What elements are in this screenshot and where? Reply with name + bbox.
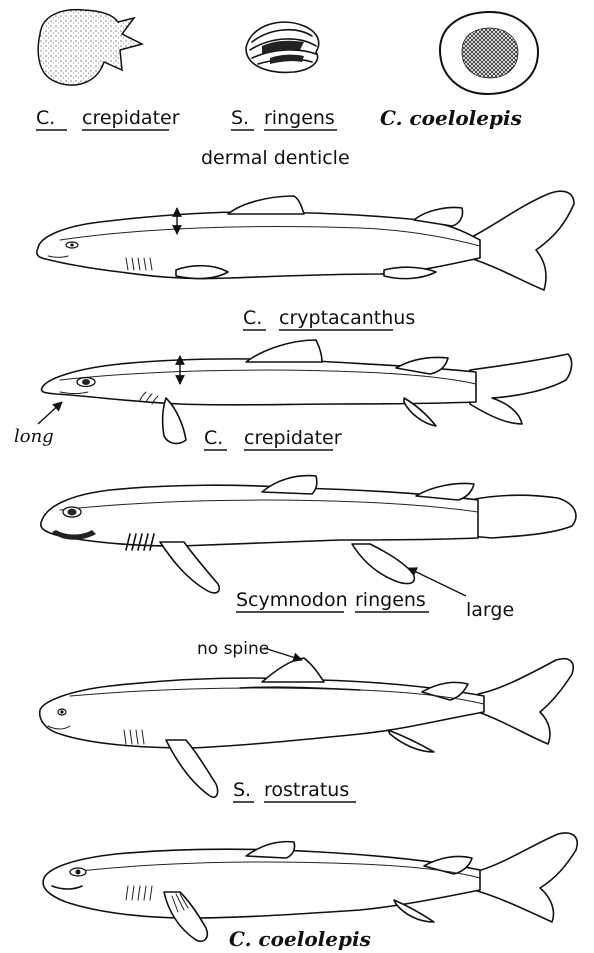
- denticle-ringens: [246, 22, 319, 72]
- svg-text:S.: S.: [231, 107, 249, 129]
- denticle-coelolepis: [440, 12, 538, 94]
- shark-label-crepidater: C. crepidater: [204, 427, 342, 450]
- svg-text:no spine: no spine: [197, 639, 269, 659]
- svg-text:crepidater: crepidater: [244, 427, 342, 449]
- shark-label-ringens: Scymnodon ringens: [236, 589, 429, 612]
- shark-rostratus: [40, 658, 574, 797]
- svg-text:crepidater: crepidater: [82, 107, 180, 129]
- svg-text:rostratus: rostratus: [264, 779, 349, 801]
- svg-text:Scymnodon: Scymnodon: [236, 589, 348, 611]
- denticle-label-ringens: S. ringens: [231, 107, 337, 130]
- shark-label-rostratus: S. rostratus: [233, 779, 356, 802]
- svg-text:cryptacanthus: cryptacanthus: [279, 307, 415, 329]
- shark-label-cryptacanthus: C. cryptacanthus: [243, 307, 415, 330]
- denticle-crepidater: [38, 10, 142, 85]
- svg-text:C.: C.: [36, 107, 55, 129]
- svg-text:C.: C.: [204, 427, 223, 449]
- svg-text:ringens: ringens: [355, 589, 426, 611]
- svg-text:ringens: ringens: [264, 107, 335, 129]
- shark-ringens: [41, 476, 576, 593]
- svg-text:long: long: [14, 426, 54, 447]
- svg-text:large: large: [466, 599, 514, 621]
- denticle-label-coelolepis: C. coelolepis: [380, 106, 522, 130]
- shark-coelolepis: [43, 833, 577, 941]
- denticle-label-crepidater: C. crepidater: [36, 107, 180, 130]
- shark-label-coelolepis: C. coelolepis: [229, 927, 371, 951]
- annotation-no-spine: no spine: [197, 639, 302, 660]
- svg-text:S.: S.: [233, 779, 251, 801]
- shark-cryptacanthus: [37, 191, 574, 290]
- annotation-long: long: [14, 402, 62, 447]
- svg-text:C.: C.: [243, 307, 262, 329]
- denticle-caption: dermal denticle: [201, 147, 350, 169]
